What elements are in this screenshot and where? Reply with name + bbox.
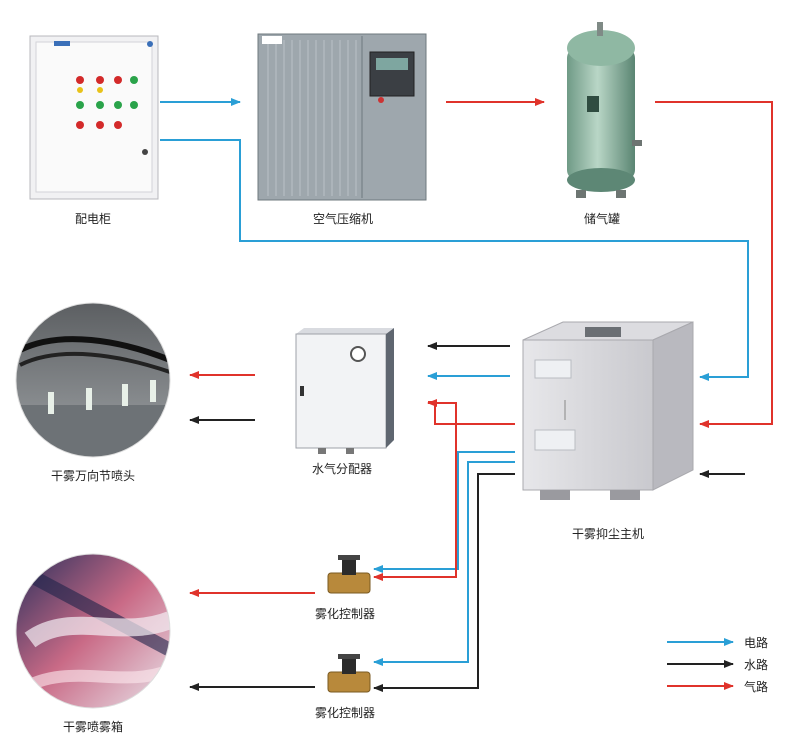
air-lines <box>189 98 773 597</box>
legend <box>667 638 734 690</box>
distributor-label: 水气分配器 <box>311 462 373 476</box>
cabinet-label: 配电柜 <box>74 212 112 226</box>
electric-cabinet <box>29 35 159 200</box>
host-label: 干雾抑尘主机 <box>571 527 645 541</box>
spray-box-label: 干雾喷雾箱 <box>62 720 124 734</box>
nozzle-label: 干雾万向节喷头 <box>50 469 136 483</box>
legend-water-label: 水路 <box>744 658 769 672</box>
tank-label: 储气罐 <box>583 212 621 226</box>
compressor-label: 空气压缩机 <box>312 212 374 226</box>
air-tank <box>567 22 642 198</box>
atomization-controller-2 <box>327 654 371 693</box>
power-lines <box>160 98 749 666</box>
atomization-controller-1 <box>327 555 371 594</box>
water-air-distributor <box>295 328 394 454</box>
air-compressor <box>257 33 427 201</box>
spray-box-photo <box>15 553 171 709</box>
water-lines <box>189 342 745 692</box>
nozzle-photo <box>15 302 171 458</box>
legend-power-label: 电路 <box>744 636 769 650</box>
legend-air-label: 气路 <box>744 680 769 694</box>
controller-1-label: 雾化控制器 <box>314 607 376 621</box>
controller-2-label: 雾化控制器 <box>314 706 376 720</box>
dry-fog-host <box>522 321 694 500</box>
